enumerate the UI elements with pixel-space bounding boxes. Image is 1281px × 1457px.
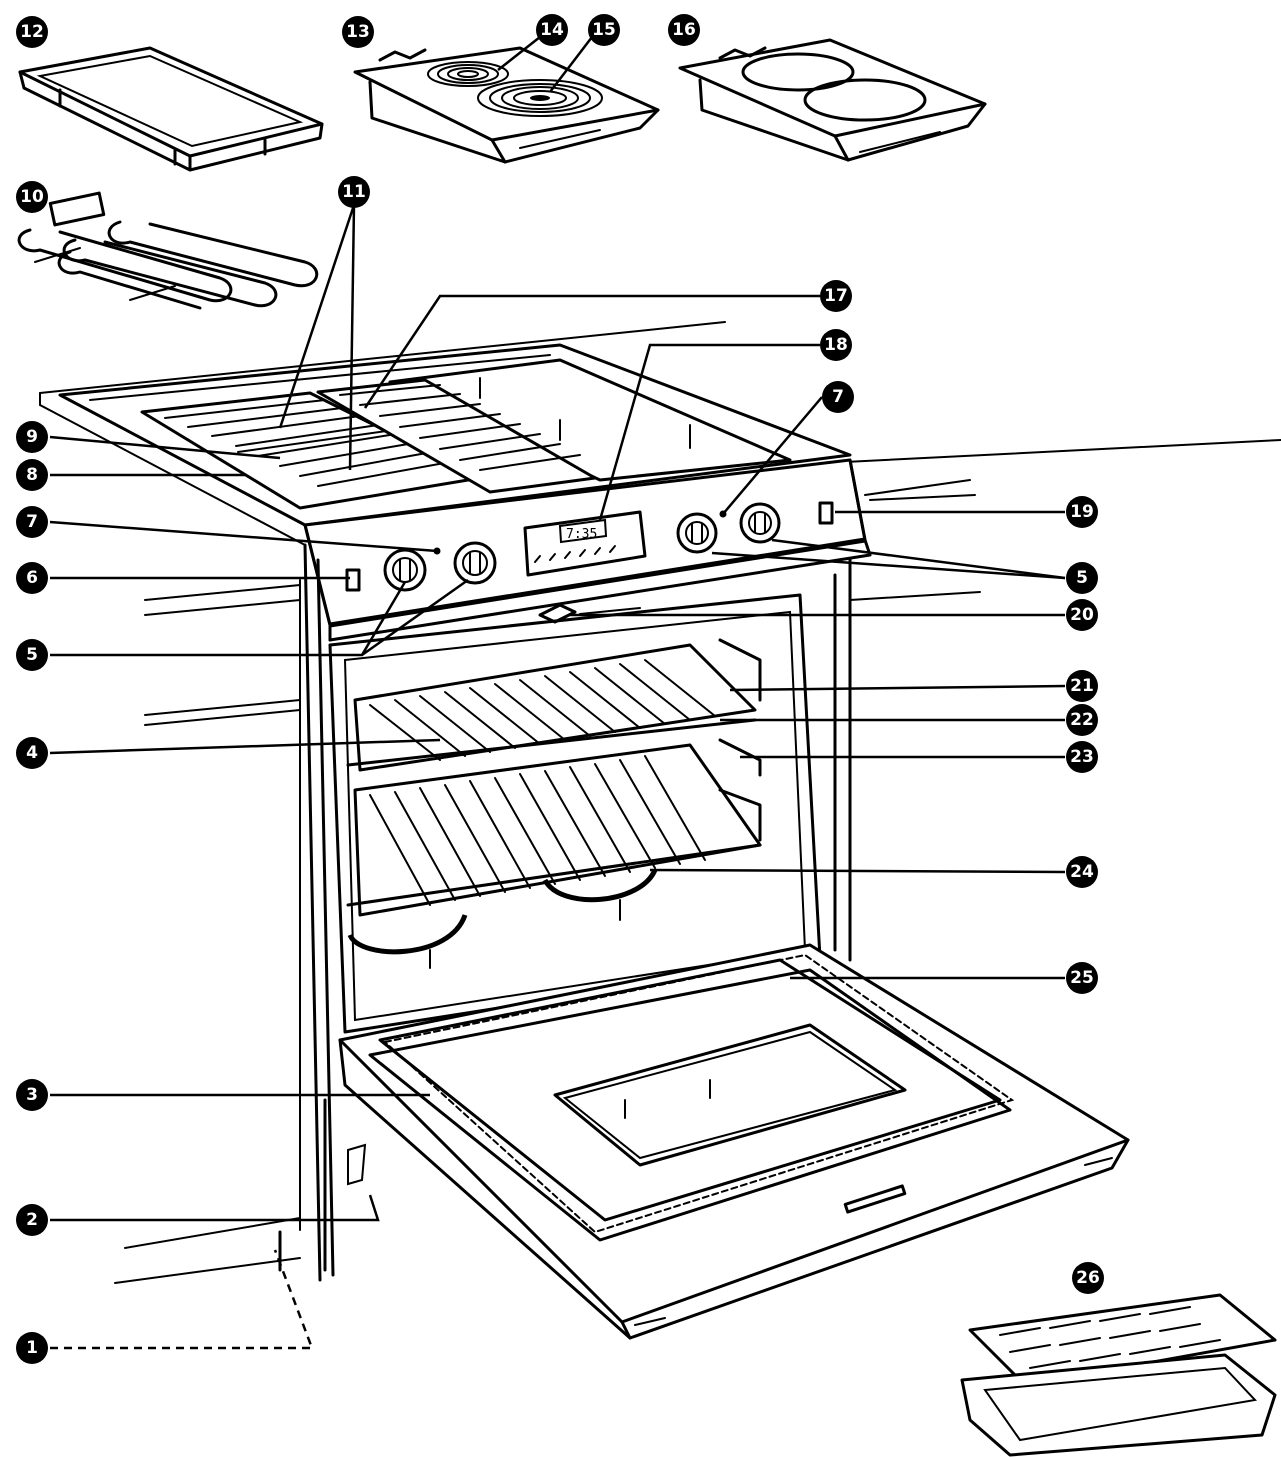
- smoothtop-cartridge-accessory: [678, 38, 987, 162]
- svg-text:23: 23: [1070, 747, 1094, 767]
- svg-text:22: 22: [1070, 710, 1094, 730]
- svg-text:1: 1: [26, 1338, 38, 1358]
- bake-element: [347, 868, 658, 969]
- svg-text:14: 14: [540, 20, 564, 40]
- leader-lines: [49, 36, 1066, 1350]
- room-background-lines: [39, 321, 1281, 1284]
- svg-text:18: 18: [824, 335, 848, 355]
- svg-text:4: 4: [26, 743, 38, 763]
- svg-text:6: 6: [26, 568, 38, 588]
- upper-oven-rack: [346, 643, 757, 772]
- right-control-knob: [676, 512, 718, 554]
- callout: 12: [16, 16, 48, 48]
- svg-text:26: 26: [1076, 1268, 1100, 1288]
- left-control-knob: [383, 548, 427, 592]
- lower-storage-area: [278, 1098, 367, 1272]
- callout: 22: [1066, 704, 1098, 736]
- callout: 16: [668, 14, 700, 46]
- callout: 21: [1066, 670, 1098, 702]
- callout: 24: [1066, 856, 1098, 888]
- rack-supports: [718, 638, 762, 842]
- left-indicator-light: [345, 568, 361, 592]
- callout: 5: [16, 639, 48, 671]
- grill-element-accessory: [17, 191, 319, 310]
- callout: 11: [338, 176, 370, 208]
- callout: 9: [16, 421, 48, 453]
- svg-text:3: 3: [26, 1085, 38, 1105]
- svg-text:15: 15: [592, 20, 616, 40]
- svg-text:24: 24: [1070, 862, 1094, 882]
- callout: 17: [820, 280, 852, 312]
- callout: 1: [16, 1332, 48, 1364]
- callout: 2: [16, 1204, 48, 1236]
- callout: 5: [1066, 562, 1098, 594]
- door-handle: [843, 1184, 907, 1214]
- lower-oven-rack: [346, 743, 762, 917]
- svg-text:8: 8: [26, 465, 38, 485]
- door-window: [553, 1023, 907, 1167]
- callout: 14: [536, 14, 568, 46]
- svg-text:25: 25: [1070, 968, 1094, 988]
- svg-text:10: 10: [20, 187, 44, 207]
- selector-switch: [818, 501, 834, 525]
- svg-text:12: 12: [20, 22, 44, 42]
- large-coil-element: [477, 79, 603, 117]
- callout: 23: [1066, 741, 1098, 773]
- griddle-accessory: [18, 46, 324, 172]
- oven-body: [303, 543, 852, 1282]
- svg-text:9: 9: [26, 427, 38, 447]
- control-panel: 7:35: [303, 458, 872, 642]
- callout: 10: [16, 181, 48, 213]
- svg-text:21: 21: [1070, 676, 1094, 696]
- right-control-knob-2: [739, 502, 781, 544]
- svg-text:20: 20: [1070, 605, 1094, 625]
- svg-text:11: 11: [342, 182, 366, 202]
- svg-text:5: 5: [1076, 568, 1088, 588]
- callout: 26: [1072, 1262, 1104, 1294]
- display-readout: 7:35: [566, 527, 597, 542]
- broiler-pan-accessory: [960, 1293, 1277, 1457]
- callout: 19: [1066, 496, 1098, 528]
- callout: 7: [822, 381, 854, 413]
- callout: 4: [16, 737, 48, 769]
- svg-text:13: 13: [346, 22, 370, 42]
- callout: 6: [16, 562, 48, 594]
- callout: 7: [16, 506, 48, 538]
- svg-text:5: 5: [26, 645, 38, 665]
- oven-door: [338, 943, 1130, 1340]
- callout: 13: [342, 16, 374, 48]
- svg-text:7: 7: [832, 387, 844, 407]
- callout: 25: [1066, 962, 1098, 994]
- svg-text:7: 7: [26, 512, 38, 532]
- svg-text:17: 17: [824, 286, 848, 306]
- coil-cartridge-accessory: [353, 46, 660, 164]
- callout: 20: [1066, 599, 1098, 631]
- small-coil-element: [427, 61, 509, 87]
- callout: 18: [820, 329, 852, 361]
- left-control-knob-2: [453, 541, 497, 585]
- svg-text:19: 19: [1070, 502, 1094, 522]
- callout: 15: [588, 14, 620, 46]
- callout: 3: [16, 1079, 48, 1111]
- svg-text:16: 16: [672, 20, 696, 40]
- callout: 8: [16, 459, 48, 491]
- svg-text:2: 2: [26, 1210, 38, 1230]
- grill-grate-right: [316, 378, 597, 494]
